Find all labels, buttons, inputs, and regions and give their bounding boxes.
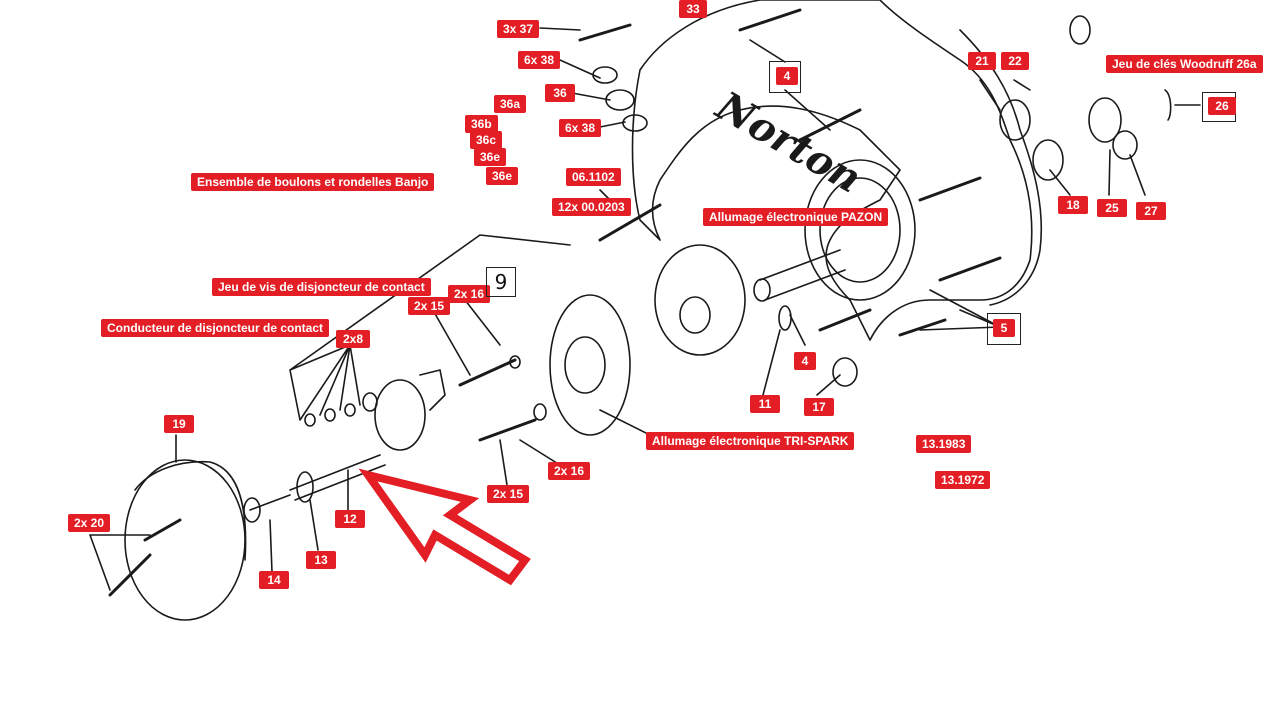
pazon-plate [654,244,746,356]
callout-trispark-ignition[interactable]: Allumage électronique TRI-SPARK [646,432,855,450]
callout-2x16-bottom[interactable]: 2x 16 [548,462,591,480]
callout-36e-1[interactable]: 36e [474,148,507,166]
callout-woodruff-keys[interactable]: Jeu de clés Woodruff 26a [1106,55,1263,73]
callout-27[interactable]: 27 [1136,202,1166,220]
callout-4-top[interactable]: 4 [776,67,798,85]
callout-6x38-bottom[interactable]: 6x 38 [559,119,602,137]
advance-bolt [289,454,386,501]
callout-36c[interactable]: 36c [470,131,503,149]
callout-2x15-bottom[interactable]: 2x 15 [487,485,530,503]
callout-36[interactable]: 36 [545,84,575,102]
callout-5[interactable]: 5 [993,319,1015,337]
callout-06-1102[interactable]: 06.1102 [566,168,621,186]
callout-36e-2[interactable]: 36e [486,167,519,185]
callout-13-1983[interactable]: 13.1983 [916,435,972,453]
red-arrow [358,468,531,586]
callout-14[interactable]: 14 [259,571,289,589]
cam-shaft [759,249,846,301]
callout-9[interactable]: 9 [486,267,516,297]
rotor-housing [804,159,916,301]
callout-19[interactable]: 19 [164,415,194,433]
callout-6x38-top[interactable]: 6x 38 [518,51,561,69]
callout-2x20[interactable]: 2x 20 [68,514,111,532]
callout-4-mid[interactable]: 4 [794,352,816,370]
callout-26[interactable]: 26 [1208,97,1236,115]
callout-18[interactable]: 18 [1058,196,1088,214]
points-cover [124,459,246,621]
callout-13[interactable]: 13 [306,551,336,569]
points-plate [549,294,631,436]
leader-lines [89,27,1201,591]
contact-breaker [374,379,426,451]
timing-cover-outline [631,0,1033,341]
callout-11[interactable]: 11 [750,395,780,413]
callout-36a[interactable]: 36a [494,95,527,113]
callout-12x-00-0203[interactable]: 12x 00.0203 [552,198,631,216]
callout-2x8[interactable]: 2x8 [336,330,370,348]
callout-2x15-top[interactable]: 2x 15 [408,297,451,315]
callout-13-1972[interactable]: 13.1972 [935,471,991,489]
callout-21[interactable]: 21 [968,52,996,70]
callout-banjo-bolts[interactable]: Ensemble de boulons et rondelles Banjo [191,173,435,191]
callout-36b[interactable]: 36b [465,115,498,133]
callout-contact-breaker-screws[interactable]: Jeu de vis de disjoncteur de contact [212,278,431,296]
callout-22[interactable]: 22 [1001,52,1029,70]
cover-gasket-edge [959,29,1043,306]
callout-12[interactable]: 12 [335,510,365,528]
callout-contact-breaker-lead[interactable]: Conducteur de disjoncteur de contact [101,319,330,337]
callout-pazon-ignition[interactable]: Allumage électronique PAZON [703,208,889,226]
callout-2x16-top[interactable]: 2x 16 [448,285,491,303]
callout-25[interactable]: 25 [1097,199,1127,217]
callout-3x37[interactable]: 3x 37 [497,20,540,38]
callout-17[interactable]: 17 [804,398,834,416]
callout-33[interactable]: 33 [679,0,707,18]
norton-logo: Norton [707,81,870,202]
